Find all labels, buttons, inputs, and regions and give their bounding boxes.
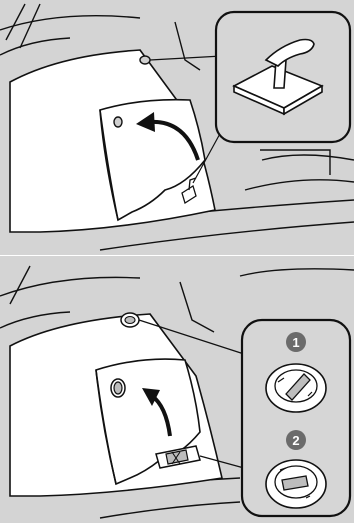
background-contour-line xyxy=(100,222,354,250)
background-contour-line xyxy=(262,155,354,160)
background-contour-line xyxy=(175,22,200,70)
mat-grommet-core xyxy=(125,317,135,324)
bottom-illustration-svg: 1 2 xyxy=(0,256,354,523)
bottom-illustration-panel: 1 2 xyxy=(0,256,354,523)
lock-detail-unlocked xyxy=(266,460,326,508)
background-contour-line xyxy=(260,150,330,175)
background-contour-line xyxy=(10,266,30,304)
step-1-number: 1 xyxy=(292,335,299,350)
background-contour-line xyxy=(20,4,40,48)
background-contour-line xyxy=(0,38,70,55)
step-2-badge: 2 xyxy=(286,430,306,450)
step-1-badge: 1 xyxy=(286,332,306,352)
step-2-number: 2 xyxy=(292,433,299,448)
mat-anchor-hole xyxy=(114,117,122,127)
background-contour-line xyxy=(0,312,70,328)
background-contour-line xyxy=(6,4,25,40)
callout-leader-line xyxy=(150,56,222,60)
background-contour-line xyxy=(180,282,214,332)
background-contour-line xyxy=(0,277,140,296)
background-contour-line xyxy=(240,269,354,276)
top-illustration-svg xyxy=(0,0,354,256)
background-contour-line xyxy=(0,16,140,30)
background-contour-line xyxy=(245,180,354,190)
mat-grommet xyxy=(140,56,150,64)
mat-twist-anchor-core xyxy=(114,382,122,394)
lock-detail-locked xyxy=(266,364,326,412)
background-contour-line xyxy=(100,502,240,518)
top-illustration-panel xyxy=(0,0,354,256)
